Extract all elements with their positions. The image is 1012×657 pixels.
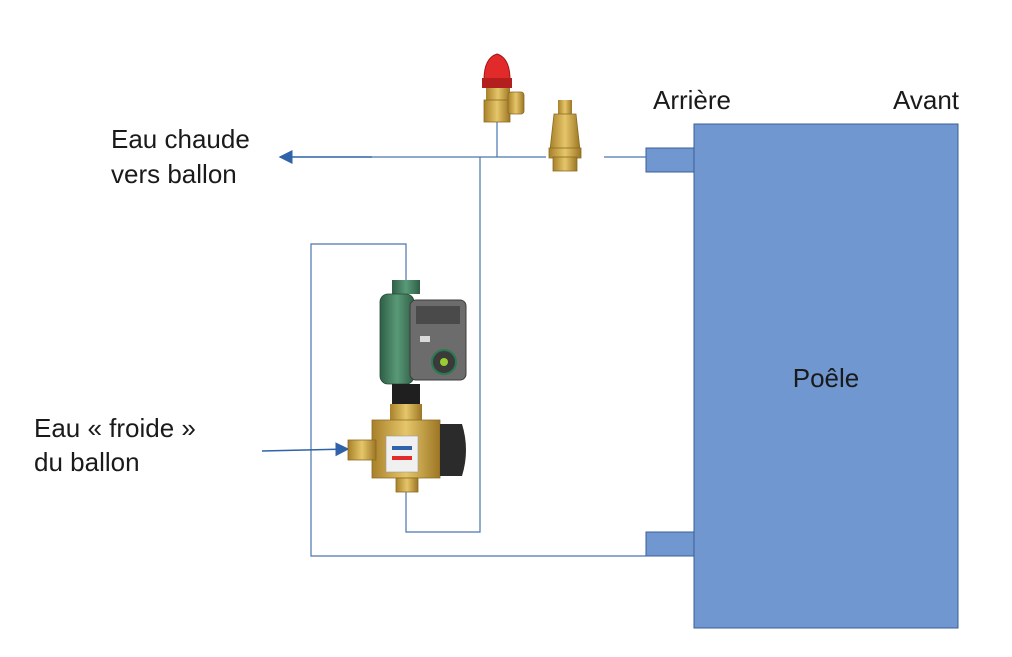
circulator-pump-icon	[379, 280, 467, 404]
hot-water-label-line1: Eau chaude	[111, 124, 250, 154]
stove-outlet-stub	[645, 147, 695, 173]
cold-water-label-line1: Eau « froide »	[34, 413, 196, 443]
safety-valve-icon	[482, 53, 525, 123]
pump-supply-pipe	[405, 157, 481, 533]
hot-water-label-line2: vers ballon	[111, 159, 237, 189]
cold-water-label-line2: du ballon	[34, 447, 140, 477]
rear-label: Arrière	[653, 85, 731, 115]
air-vent-icon	[548, 100, 582, 172]
stove-inlet-stub	[645, 531, 695, 557]
pipe-network	[310, 122, 646, 557]
front-label: Avant	[893, 85, 960, 115]
cold-water-arrow	[261, 442, 350, 457]
mixing-valve-icon	[347, 404, 466, 493]
stove-body	[693, 123, 959, 629]
return-loop-pipe	[310, 243, 646, 557]
stove-label: Poêle	[793, 363, 860, 393]
